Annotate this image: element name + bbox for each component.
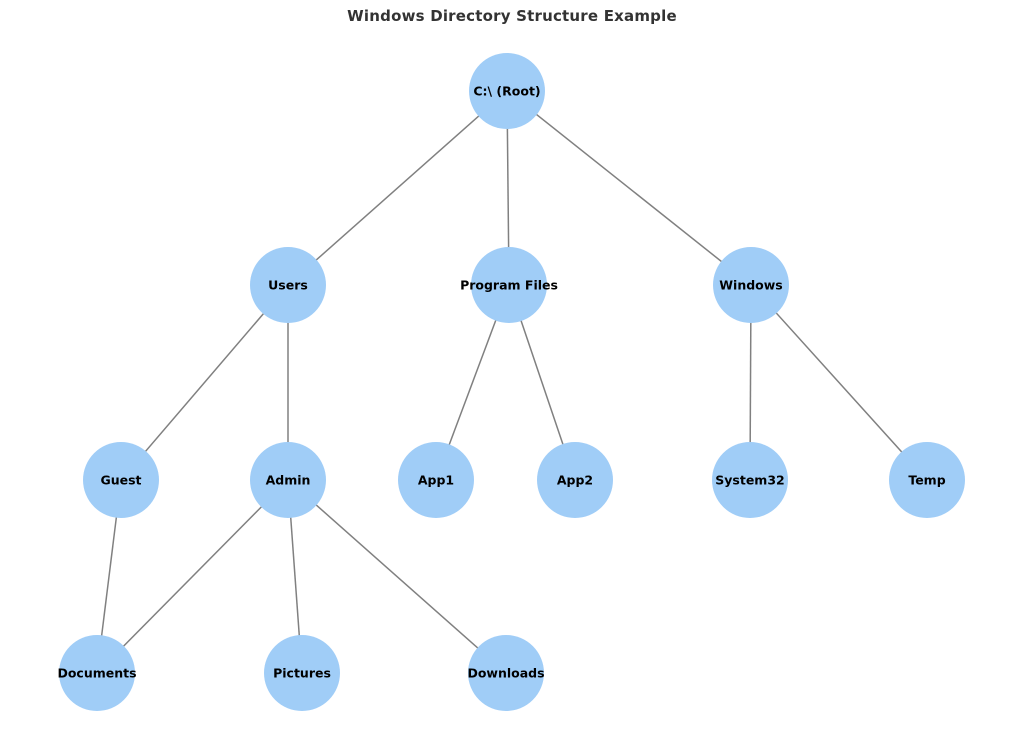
node-label-windows: Windows: [719, 277, 783, 292]
node-circle-root: [469, 53, 545, 129]
node-circle-users: [250, 247, 326, 323]
node-label-documents: Documents: [57, 665, 136, 680]
node-circle-app1: [398, 442, 474, 518]
node-label-guest: Guest: [100, 472, 141, 487]
node-label-temp: Temp: [908, 472, 945, 487]
node-circle-system32: [712, 442, 788, 518]
node-label-pictures: Pictures: [273, 665, 331, 680]
chart-title: Windows Directory Structure Example: [347, 7, 677, 25]
node-label-app2: App2: [557, 472, 593, 487]
node-circle-admin: [250, 442, 326, 518]
edge-root-windows: [506, 90, 752, 286]
edge-windows-temp: [750, 284, 928, 481]
node-circle-program_files: [471, 247, 547, 323]
node-circle-windows: [713, 247, 789, 323]
node-label-root: C:\ (Root): [473, 83, 540, 98]
edge-users-guest: [120, 284, 289, 481]
node-circle-temp: [889, 442, 965, 518]
node-label-app1: App1: [418, 472, 454, 487]
node-label-system32: System32: [715, 472, 784, 487]
node-circle-app2: [537, 442, 613, 518]
edge-admin-documents: [96, 479, 289, 674]
node-label-program_files: Program Files: [460, 277, 558, 292]
edge-admin-downloads: [287, 479, 507, 674]
node-label-admin: Admin: [266, 472, 311, 487]
node-label-users: Users: [268, 277, 308, 292]
node-circle-guest: [83, 442, 159, 518]
node-circle-documents: [59, 635, 135, 711]
node-circle-pictures: [264, 635, 340, 711]
edge-root-users: [287, 90, 508, 286]
node-circle-downloads: [468, 635, 544, 711]
node-label-downloads: Downloads: [467, 665, 544, 680]
